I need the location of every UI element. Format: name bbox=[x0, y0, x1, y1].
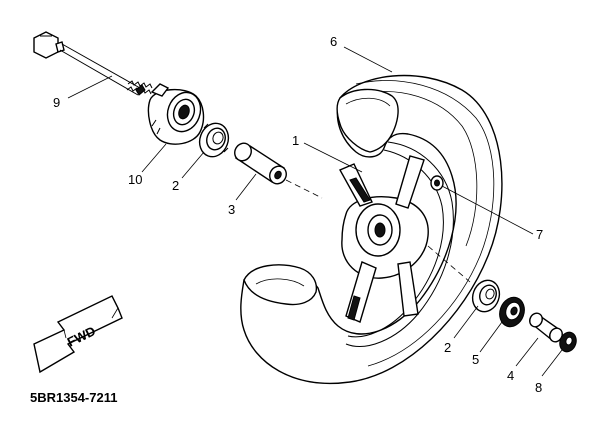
nut-part-8 bbox=[559, 331, 577, 353]
bearing-part-2-left bbox=[198, 122, 230, 158]
wheel-part-1 bbox=[339, 141, 471, 347]
oil-seal-part-5 bbox=[499, 296, 525, 328]
gear-unit-part-10 bbox=[147, 83, 205, 145]
tire-part-6 bbox=[240, 74, 503, 384]
spacer-part-3 bbox=[234, 142, 323, 199]
callout-9: 9 bbox=[53, 95, 60, 110]
axle-part-9 bbox=[33, 31, 153, 96]
callout-7: 7 bbox=[536, 227, 543, 242]
bearing-part-2-right bbox=[471, 279, 501, 313]
callout-6: 6 bbox=[330, 34, 337, 49]
collar-part-4 bbox=[529, 312, 563, 343]
callout-5: 5 bbox=[472, 352, 479, 367]
callout-10: 10 bbox=[128, 172, 142, 187]
drawing-code: 5BR1354-7211 bbox=[30, 390, 117, 405]
callout-4: 4 bbox=[507, 368, 514, 383]
callout-2-right: 2 bbox=[444, 340, 451, 355]
callout-1: 1 bbox=[292, 133, 299, 148]
callout-3: 3 bbox=[228, 202, 235, 217]
fwd-arrow-icon: FWD bbox=[33, 295, 123, 374]
callout-8: 8 bbox=[535, 380, 542, 395]
callout-2-left: 2 bbox=[172, 178, 179, 193]
leader-lines bbox=[67, 46, 563, 377]
